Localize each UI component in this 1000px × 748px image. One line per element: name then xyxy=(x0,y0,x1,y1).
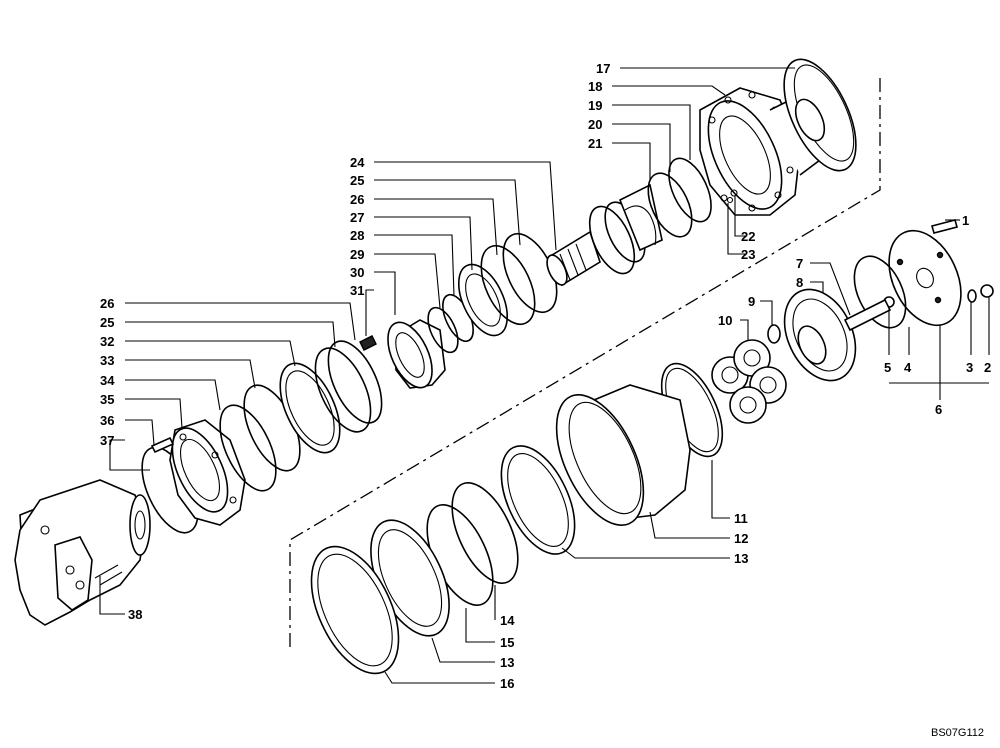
callout-9: 9 xyxy=(748,294,755,309)
callout-4: 4 xyxy=(904,360,912,375)
callout-13-lower: 13 xyxy=(500,655,514,670)
part-29-ring xyxy=(427,306,459,354)
callout-19: 19 xyxy=(588,98,602,113)
callout-34: 34 xyxy=(100,373,115,388)
part-17-cover xyxy=(783,58,857,172)
callout-20: 20 xyxy=(588,117,602,132)
part-36-bolt xyxy=(150,436,175,454)
callout-36: 36 xyxy=(100,413,114,428)
callout-25-upper: 25 xyxy=(350,173,364,188)
callout-1: 1 xyxy=(962,213,969,228)
part-24-splined-shaft xyxy=(546,230,601,287)
callout-24: 24 xyxy=(350,155,365,170)
part-1-bolt xyxy=(931,219,958,234)
assembly-boundary-line xyxy=(289,78,881,648)
callout-35: 35 xyxy=(100,392,114,407)
callout-30: 30 xyxy=(350,265,364,280)
part-16-floating-seal xyxy=(310,545,400,675)
callout-8: 8 xyxy=(796,275,803,290)
part-10-planet-gears xyxy=(711,339,787,424)
drawing-reference-code: BS07G112 xyxy=(931,727,984,739)
callout-labels: 17 18 19 20 21 22 23 24 25 26 27 28 29 3… xyxy=(100,61,991,691)
callout-25-left: 25 xyxy=(100,315,114,330)
callout-29: 29 xyxy=(350,247,364,262)
callout-11: 11 xyxy=(734,511,748,526)
part-26-ring-upper xyxy=(480,245,536,325)
hydraulic-motor xyxy=(14,479,151,626)
callout-10: 10 xyxy=(718,313,732,328)
part-18-hub xyxy=(699,87,821,216)
callout-16: 16 xyxy=(500,676,514,691)
callout-2: 2 xyxy=(984,360,991,375)
leader-lines xyxy=(99,67,990,684)
callout-12: 12 xyxy=(734,531,748,546)
part-9-washer xyxy=(767,324,781,344)
callout-21: 21 xyxy=(588,136,602,151)
part-7-sun-gear xyxy=(843,298,892,332)
callout-38: 38 xyxy=(128,607,142,622)
callout-22: 22 xyxy=(741,229,755,244)
callout-13-upper: 13 xyxy=(734,551,748,566)
callout-27: 27 xyxy=(350,210,364,225)
callout-28: 28 xyxy=(350,228,364,243)
part-22-plug xyxy=(730,189,738,197)
callout-15: 15 xyxy=(500,635,514,650)
part-23-seal xyxy=(726,196,734,204)
callout-14: 14 xyxy=(500,613,515,628)
part-25-ring-left xyxy=(314,347,372,433)
part-6-end-cover xyxy=(888,229,962,327)
part-3-seal xyxy=(967,289,977,303)
callout-26-left: 26 xyxy=(100,296,114,311)
callout-26-upper: 26 xyxy=(350,192,364,207)
callout-3: 3 xyxy=(966,360,973,375)
callout-37: 37 xyxy=(100,433,114,448)
part-8-planet-carrier xyxy=(783,288,857,382)
part-34-ring xyxy=(219,404,277,492)
part-19-ring xyxy=(668,157,712,223)
callout-7: 7 xyxy=(796,256,803,271)
part-31-pin xyxy=(359,335,377,351)
callout-18: 18 xyxy=(588,79,602,94)
shaft-break-symbol xyxy=(618,183,663,252)
part-4-o-ring xyxy=(853,255,907,329)
part-35-flange xyxy=(169,419,246,526)
part-14-ring xyxy=(451,482,519,584)
callout-32: 32 xyxy=(100,334,114,349)
callout-33: 33 xyxy=(100,353,114,368)
part-27-ring xyxy=(457,263,509,337)
part-20-ring xyxy=(647,172,693,238)
part-30-carrier xyxy=(387,319,446,389)
part-12-ring-gear-housing xyxy=(555,384,691,526)
callout-6: 6 xyxy=(935,402,942,417)
part-21-ring xyxy=(588,205,636,275)
part-26-ring-left xyxy=(327,340,383,424)
part-32-ring xyxy=(279,362,341,454)
callout-5: 5 xyxy=(884,360,891,375)
callout-17: 17 xyxy=(596,61,610,76)
part-2-plug xyxy=(980,284,994,298)
callout-31: 31 xyxy=(350,283,364,298)
part-13-bearing-upper xyxy=(500,445,576,555)
callout-23: 23 xyxy=(741,247,755,262)
